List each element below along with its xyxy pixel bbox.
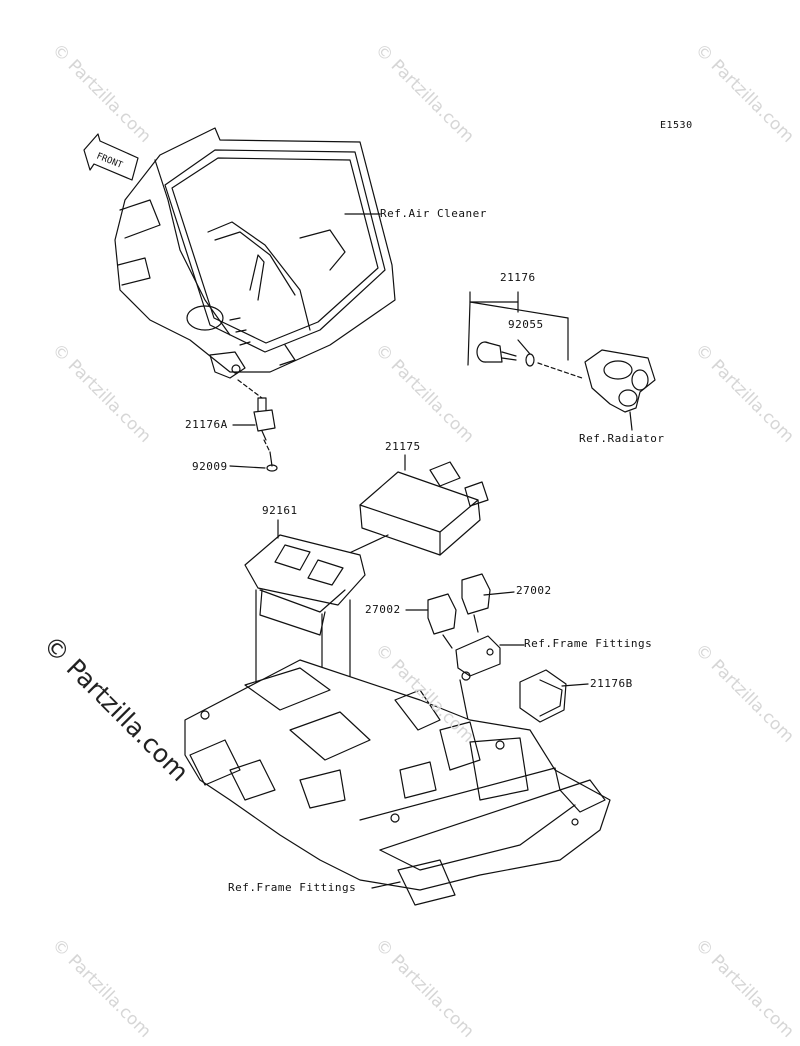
air-cleaner-housing (114, 127, 396, 379)
bolt-92009 (266, 451, 278, 472)
diagram-code: E1530 (660, 120, 693, 131)
label-27002-right[interactable]: 27002 (516, 584, 552, 597)
label-21176a[interactable]: 21176A (185, 418, 228, 431)
label-ref-frame-fittings-upper[interactable]: Ref.Frame Fittings (524, 637, 653, 650)
connector-27002-right (461, 573, 491, 615)
relay-21176b (519, 669, 567, 723)
label-92161[interactable]: 92161 (262, 504, 298, 517)
label-ref-air-cleaner[interactable]: Ref.Air Cleaner (380, 207, 487, 220)
label-92009[interactable]: 92009 (192, 460, 228, 473)
o-ring-92055 (525, 353, 535, 367)
holder-92161 (244, 519, 366, 636)
connector-27002-left (427, 593, 457, 635)
label-92055[interactable]: 92055 (508, 318, 544, 331)
frame-fittings-base (184, 659, 611, 906)
frame-fitting-bracket (455, 635, 501, 681)
ecu-21175 (359, 454, 489, 556)
label-ref-radiator[interactable]: Ref.Radiator (579, 432, 665, 445)
label-21176[interactable]: 21176 (500, 271, 536, 284)
sensor-21176a (253, 397, 276, 441)
label-21175[interactable]: 21175 (385, 440, 421, 453)
label-ref-frame-fittings-lower[interactable]: Ref.Frame Fittings (228, 881, 357, 894)
group-bracket-21176 (467, 291, 569, 366)
radiator-fitting (584, 349, 656, 431)
sensor-21176 (476, 341, 517, 363)
label-27002-left[interactable]: 27002 (365, 603, 401, 616)
front-arrow-icon: FRONT (83, 133, 139, 181)
label-21176b[interactable]: 21176B (590, 677, 633, 690)
